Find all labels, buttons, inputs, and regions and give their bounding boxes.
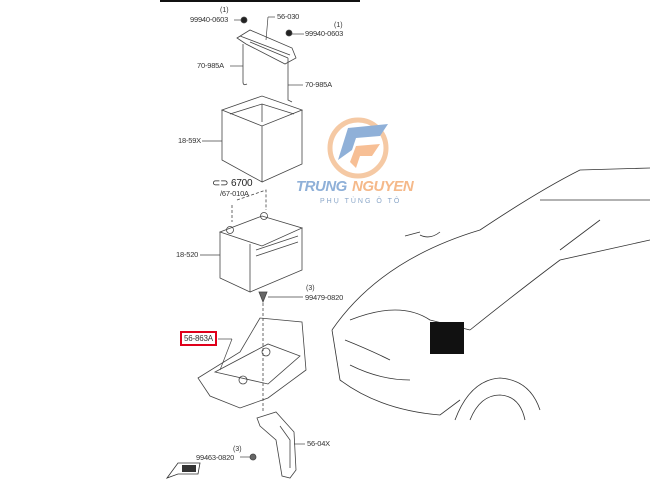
- support-56-04X: [249, 411, 297, 479]
- logo-mark: [327, 117, 389, 179]
- ref-main-text: 6700: [230, 178, 253, 189]
- nut-left-qty: (1): [220, 7, 229, 14]
- tray-56-863A: [197, 291, 307, 412]
- fwd-arrow-icon: [165, 462, 201, 479]
- logo-tagline: PHỤ TÙNG Ô TÔ: [320, 198, 402, 205]
- logo-brand-a: TRUNG: [296, 178, 347, 195]
- nut-right-qty: (1): [334, 22, 343, 29]
- ref-main[interactable]: ⊂⊃ 6700: [212, 178, 253, 189]
- battery-location-marker: [430, 322, 464, 354]
- rod-left-code[interactable]: 70-985A: [197, 61, 224, 70]
- ref-icon: ⊂⊃: [212, 178, 229, 189]
- bracket-56-030: [236, 16, 297, 103]
- car-outline: [331, 167, 650, 421]
- cover-code[interactable]: 18-59X: [178, 136, 201, 145]
- tray-code-highlighted[interactable]: 56-863A: [180, 331, 217, 346]
- ref-sub[interactable]: /67-010A: [220, 189, 249, 198]
- support-code[interactable]: 56-04X: [307, 439, 330, 448]
- rod-right-code[interactable]: 70-985A: [305, 80, 332, 89]
- bracket-code[interactable]: 56-030: [277, 12, 300, 21]
- battery-code[interactable]: 18-520: [176, 250, 199, 259]
- logo-brand-b: NGUYEN: [352, 178, 414, 195]
- cover-18-59X: [220, 95, 304, 183]
- leader-lines: [200, 16, 305, 458]
- nut-left-code[interactable]: 99940-0603: [190, 15, 229, 24]
- battery-18-520: [218, 189, 304, 293]
- bolt-support-qty: (3): [233, 446, 242, 453]
- nut-right-code[interactable]: 99940-0603: [305, 29, 344, 38]
- bolt-tray-code[interactable]: 99479-0820: [305, 293, 344, 302]
- bolt-support-code[interactable]: 99463-0820: [196, 453, 235, 462]
- bolt-tray-qty: (3): [306, 285, 315, 292]
